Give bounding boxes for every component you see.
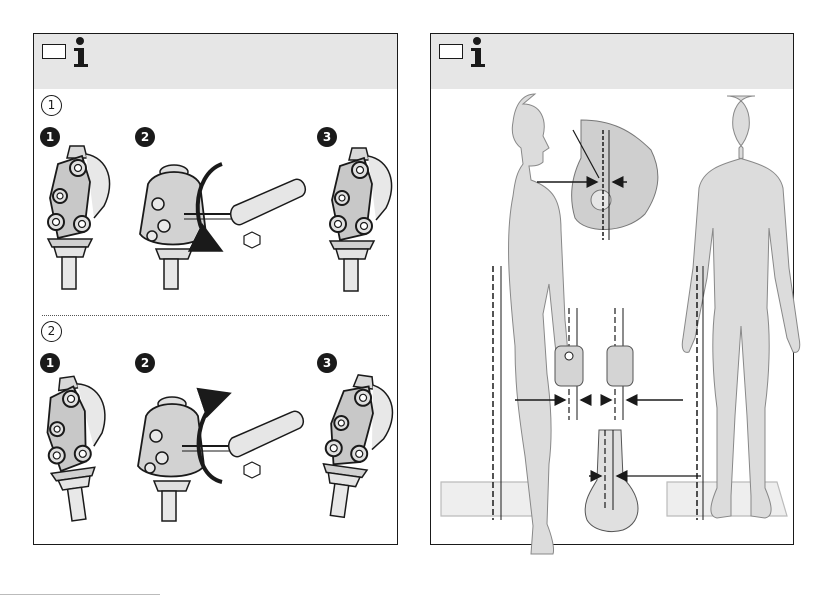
knee-rotation-illustration (132, 386, 312, 536)
alignment-illustration (431, 90, 793, 544)
section-divider (42, 315, 389, 316)
human-front-view (682, 96, 800, 518)
knee-rotation-illustration (134, 154, 314, 299)
language-box-icon (439, 44, 463, 59)
page-footer-rule (0, 594, 160, 595)
rotation-arrow-icon (199, 394, 228, 482)
knee-joint-illustration (40, 374, 120, 539)
panel-header (431, 34, 793, 89)
step-number: 2 (41, 321, 62, 342)
knee-joint-illustration (324, 146, 404, 306)
hex-key-icon (244, 462, 260, 478)
language-box-icon (42, 44, 66, 59)
floor-plate (441, 482, 541, 516)
sub-step-badge: 2 (135, 127, 155, 147)
step-number: 1 (41, 95, 62, 116)
panel-header (34, 34, 397, 89)
hex-key-icon (244, 232, 260, 248)
sub-step-badge: 3 (317, 353, 337, 373)
knee-joint-illustration (322, 374, 402, 539)
knee-joint-illustration (42, 144, 122, 304)
info-icon (467, 36, 487, 68)
sub-step-badge: 1 (40, 353, 60, 373)
info-icon (70, 36, 90, 68)
instruction-panel-left: 1 1 2 3 2 1 2 3 (33, 33, 398, 545)
instruction-panel-right (430, 33, 794, 545)
sub-step-badge: 3 (317, 127, 337, 147)
sub-step-badge: 2 (135, 353, 155, 373)
